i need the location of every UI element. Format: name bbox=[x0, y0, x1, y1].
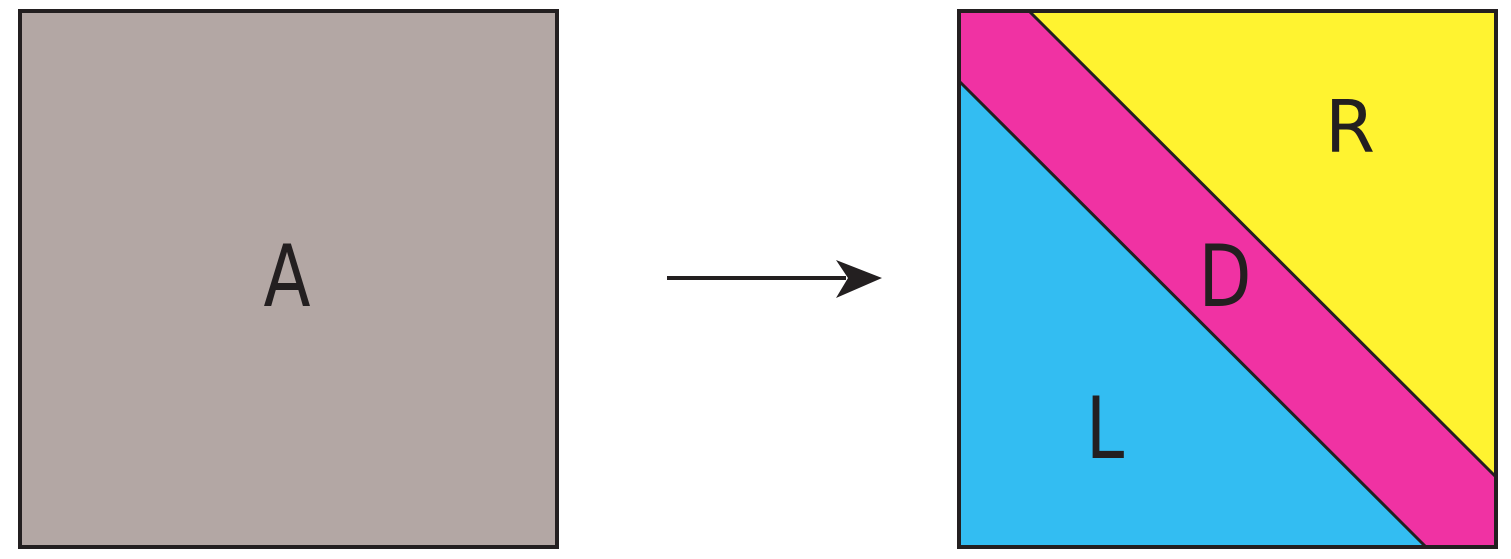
result-square-border bbox=[957, 9, 1498, 549]
region-right-label: R bbox=[1325, 85, 1375, 169]
result-square: L D R bbox=[957, 9, 1498, 549]
source-square-label: A bbox=[263, 228, 310, 327]
region-left-label: L bbox=[1086, 380, 1124, 479]
region-diagonal bbox=[959, 11, 1496, 547]
source-square: A bbox=[18, 9, 559, 549]
region-diagonal-label: D bbox=[1199, 228, 1252, 327]
transform-arrow bbox=[667, 260, 882, 298]
arrow-head bbox=[836, 260, 882, 298]
source-square-fill bbox=[18, 9, 559, 549]
boundary-line-lower bbox=[957, 79, 1428, 549]
boundary-line-upper bbox=[1027, 9, 1498, 479]
